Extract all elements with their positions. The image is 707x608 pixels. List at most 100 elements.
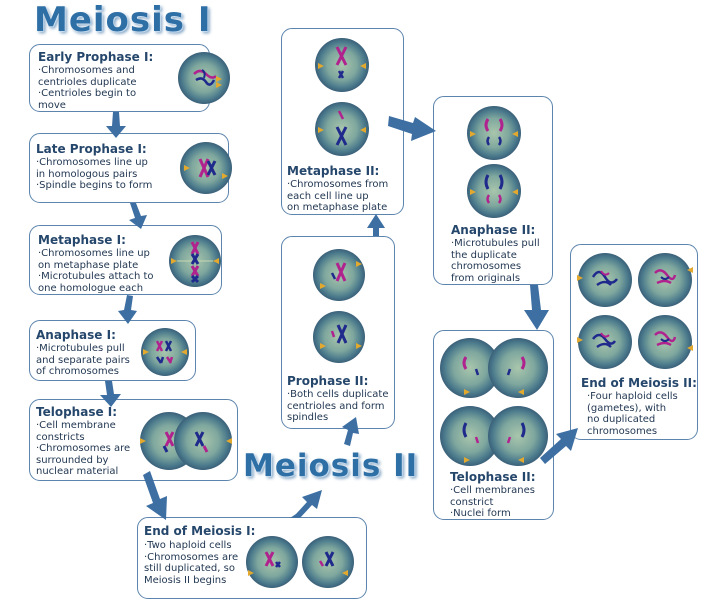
cell-illustration: [140, 412, 232, 470]
stage-line: ·Chromosomes are: [36, 443, 131, 454]
stage-line: on metaphase plate: [38, 259, 139, 271]
stage-description: ·Both cells duplicate centrioles and for…: [287, 389, 388, 424]
stage-title: Anaphase II:: [451, 223, 536, 237]
stage-line: ·Nuclei form: [450, 508, 511, 519]
stage-title: End of Meiosis II:: [581, 376, 697, 390]
stage-title: Telophase II:: [450, 470, 536, 484]
stage-end-meiosis-2: End of Meiosis II: ·Four haploid cells (…: [570, 244, 698, 440]
flow-arrow: [540, 428, 578, 464]
stage-line: constrict: [450, 496, 494, 508]
stage-line: ·Both cells duplicate: [287, 389, 389, 400]
stage-line: the duplicate: [451, 249, 517, 261]
stage-metaphase-1: Metaphase I: ·Chromosomes line up on met…: [29, 225, 222, 295]
stage-line: ·Chromosomes are: [144, 551, 239, 563]
flow-arrow: [118, 295, 137, 324]
stage-line: still duplicated, so: [144, 563, 235, 574]
stage-line: no duplicated: [587, 414, 656, 425]
stage-late-prophase-1: Late Prophase I: ·Chromosomes line up in…: [29, 133, 232, 203]
flow-arrow: [100, 381, 121, 407]
stage-description: ·Microtubules pull and separate pairs of…: [36, 343, 130, 378]
cell-illustration: [178, 52, 230, 104]
flow-arrow: [388, 116, 436, 141]
cell-illustration: [180, 142, 232, 194]
stage-metaphase-2: Metaphase II: ·Chromosomes from each cel…: [281, 28, 404, 215]
stage-early-prophase-1: Early Prophase I: ·Chromosomes and centr…: [29, 44, 230, 112]
stage-line: (gametes), with: [587, 402, 667, 414]
stage-line: each cell line up: [287, 190, 369, 202]
stage-description: ·Chromosomes and centrioles duplicate ·C…: [38, 65, 137, 111]
stage-description: ·Cell membrane constricts ·Chromosomes a…: [36, 420, 130, 478]
stage-telophase-1: Telophase I: ·Cell membrane constricts ·…: [29, 399, 238, 481]
stage-description: ·Cell membranes constrict ·Nuclei form: [450, 485, 535, 520]
cell-illustration: [246, 536, 354, 588]
flow-arrow: [290, 490, 322, 518]
stage-title: Early Prophase I:: [38, 50, 154, 64]
stage-line: ·Cell membranes: [450, 485, 535, 496]
stage-line: spindles: [287, 412, 329, 423]
stage-description: ·Four haploid cells (gametes), with no d…: [587, 391, 678, 437]
stage-title: Prophase II:: [287, 374, 369, 388]
stage-telophase-2: Telophase II: ·Cell membranes constrict …: [433, 330, 554, 520]
stage-line: constricts: [36, 431, 85, 443]
cell-illustration: [169, 235, 221, 287]
stage-line: Meiosis II begins: [144, 574, 227, 586]
stage-line: ·Microtubules pull: [451, 238, 540, 249]
stage-line: ·Chromosomes and: [38, 65, 135, 76]
cell-illustration: [313, 311, 365, 363]
stage-line: in homologous pairs: [36, 168, 138, 180]
stage-line: and separate pairs: [36, 354, 130, 366]
stage-line: nuclear material: [36, 466, 119, 477]
stage-line: ·Chromosomes from: [287, 179, 389, 190]
stage-description: ·Chromosomes line up in homologous pairs…: [36, 157, 152, 192]
stage-title: Metaphase I:: [38, 233, 126, 247]
stage-description: ·Chromosomes from each cell line up on m…: [287, 179, 388, 214]
stage-line: one homologue each: [38, 282, 144, 294]
stage-line: on metaphase plate: [287, 202, 388, 213]
cell-illustration: [315, 38, 369, 92]
cell-illustration: [440, 406, 548, 466]
cell-illustration: [141, 328, 189, 376]
stage-line: ·Microtubules pull: [36, 343, 125, 354]
cell-illustration: [440, 338, 548, 398]
stage-line: chromosomes: [587, 425, 658, 437]
stage-title: End of Meiosis I:: [144, 524, 256, 538]
stage-anaphase-1: Anaphase I: ·Microtubules pull and separ…: [29, 320, 196, 381]
stage-description: ·Chromosomes line up on metaphase plate …: [38, 248, 154, 294]
stage-description: ·Two haploid cells ·Chromosomes are stil…: [144, 540, 238, 586]
stage-title: Late Prophase I:: [36, 142, 147, 156]
stage-line: surrounded by: [36, 454, 109, 466]
flow-arrow: [143, 471, 167, 520]
stage-anaphase-2: Anaphase II: ·Microtubules pull the dupl…: [433, 96, 553, 285]
stage-line: centrioles and form: [287, 400, 385, 412]
stage-line: from originals: [451, 272, 521, 284]
meiosis-1-title: Meiosis I: [34, 0, 212, 40]
flow-arrow: [342, 417, 359, 446]
cell-illustration: [315, 102, 369, 156]
stage-line: chromosomes: [451, 261, 522, 272]
stage-title: Anaphase I:: [36, 328, 116, 342]
flow-arrow: [367, 214, 385, 236]
stage-line: ·Centrioles begin to: [38, 88, 137, 99]
stage-description: ·Microtubules pull the duplicate chromos…: [451, 238, 540, 284]
cell-illustration: [467, 164, 521, 218]
stage-line: move: [38, 99, 66, 111]
stage-line: ·Four haploid cells: [587, 391, 678, 402]
stage-prophase-2: Prophase II: ·Both cells duplicate centr…: [281, 236, 395, 429]
stage-line: centrioles duplicate: [38, 76, 137, 88]
flow-arrow: [106, 112, 126, 138]
cell-illustration: [577, 253, 693, 369]
stage-line: ·Chromosomes line up: [36, 157, 148, 168]
stage-title: Metaphase II:: [287, 164, 380, 178]
stage-line: ·Spindle begins to form: [36, 180, 153, 191]
cell-illustration: [313, 249, 365, 301]
stage-line: ·Chromosomes line up: [38, 248, 150, 259]
stage-title: Telophase I:: [36, 405, 118, 419]
stage-end-meiosis-1: End of Meiosis I: ·Two haploid cells ·Ch…: [137, 517, 367, 599]
meiosis-2-title: Meiosis II: [243, 448, 419, 484]
stage-line: ·Two haploid cells: [144, 540, 232, 551]
stage-line: ·Cell membrane: [36, 420, 116, 431]
flow-arrow: [129, 203, 147, 229]
stage-line: of chromosomes: [36, 366, 119, 377]
cell-illustration: [467, 106, 521, 160]
